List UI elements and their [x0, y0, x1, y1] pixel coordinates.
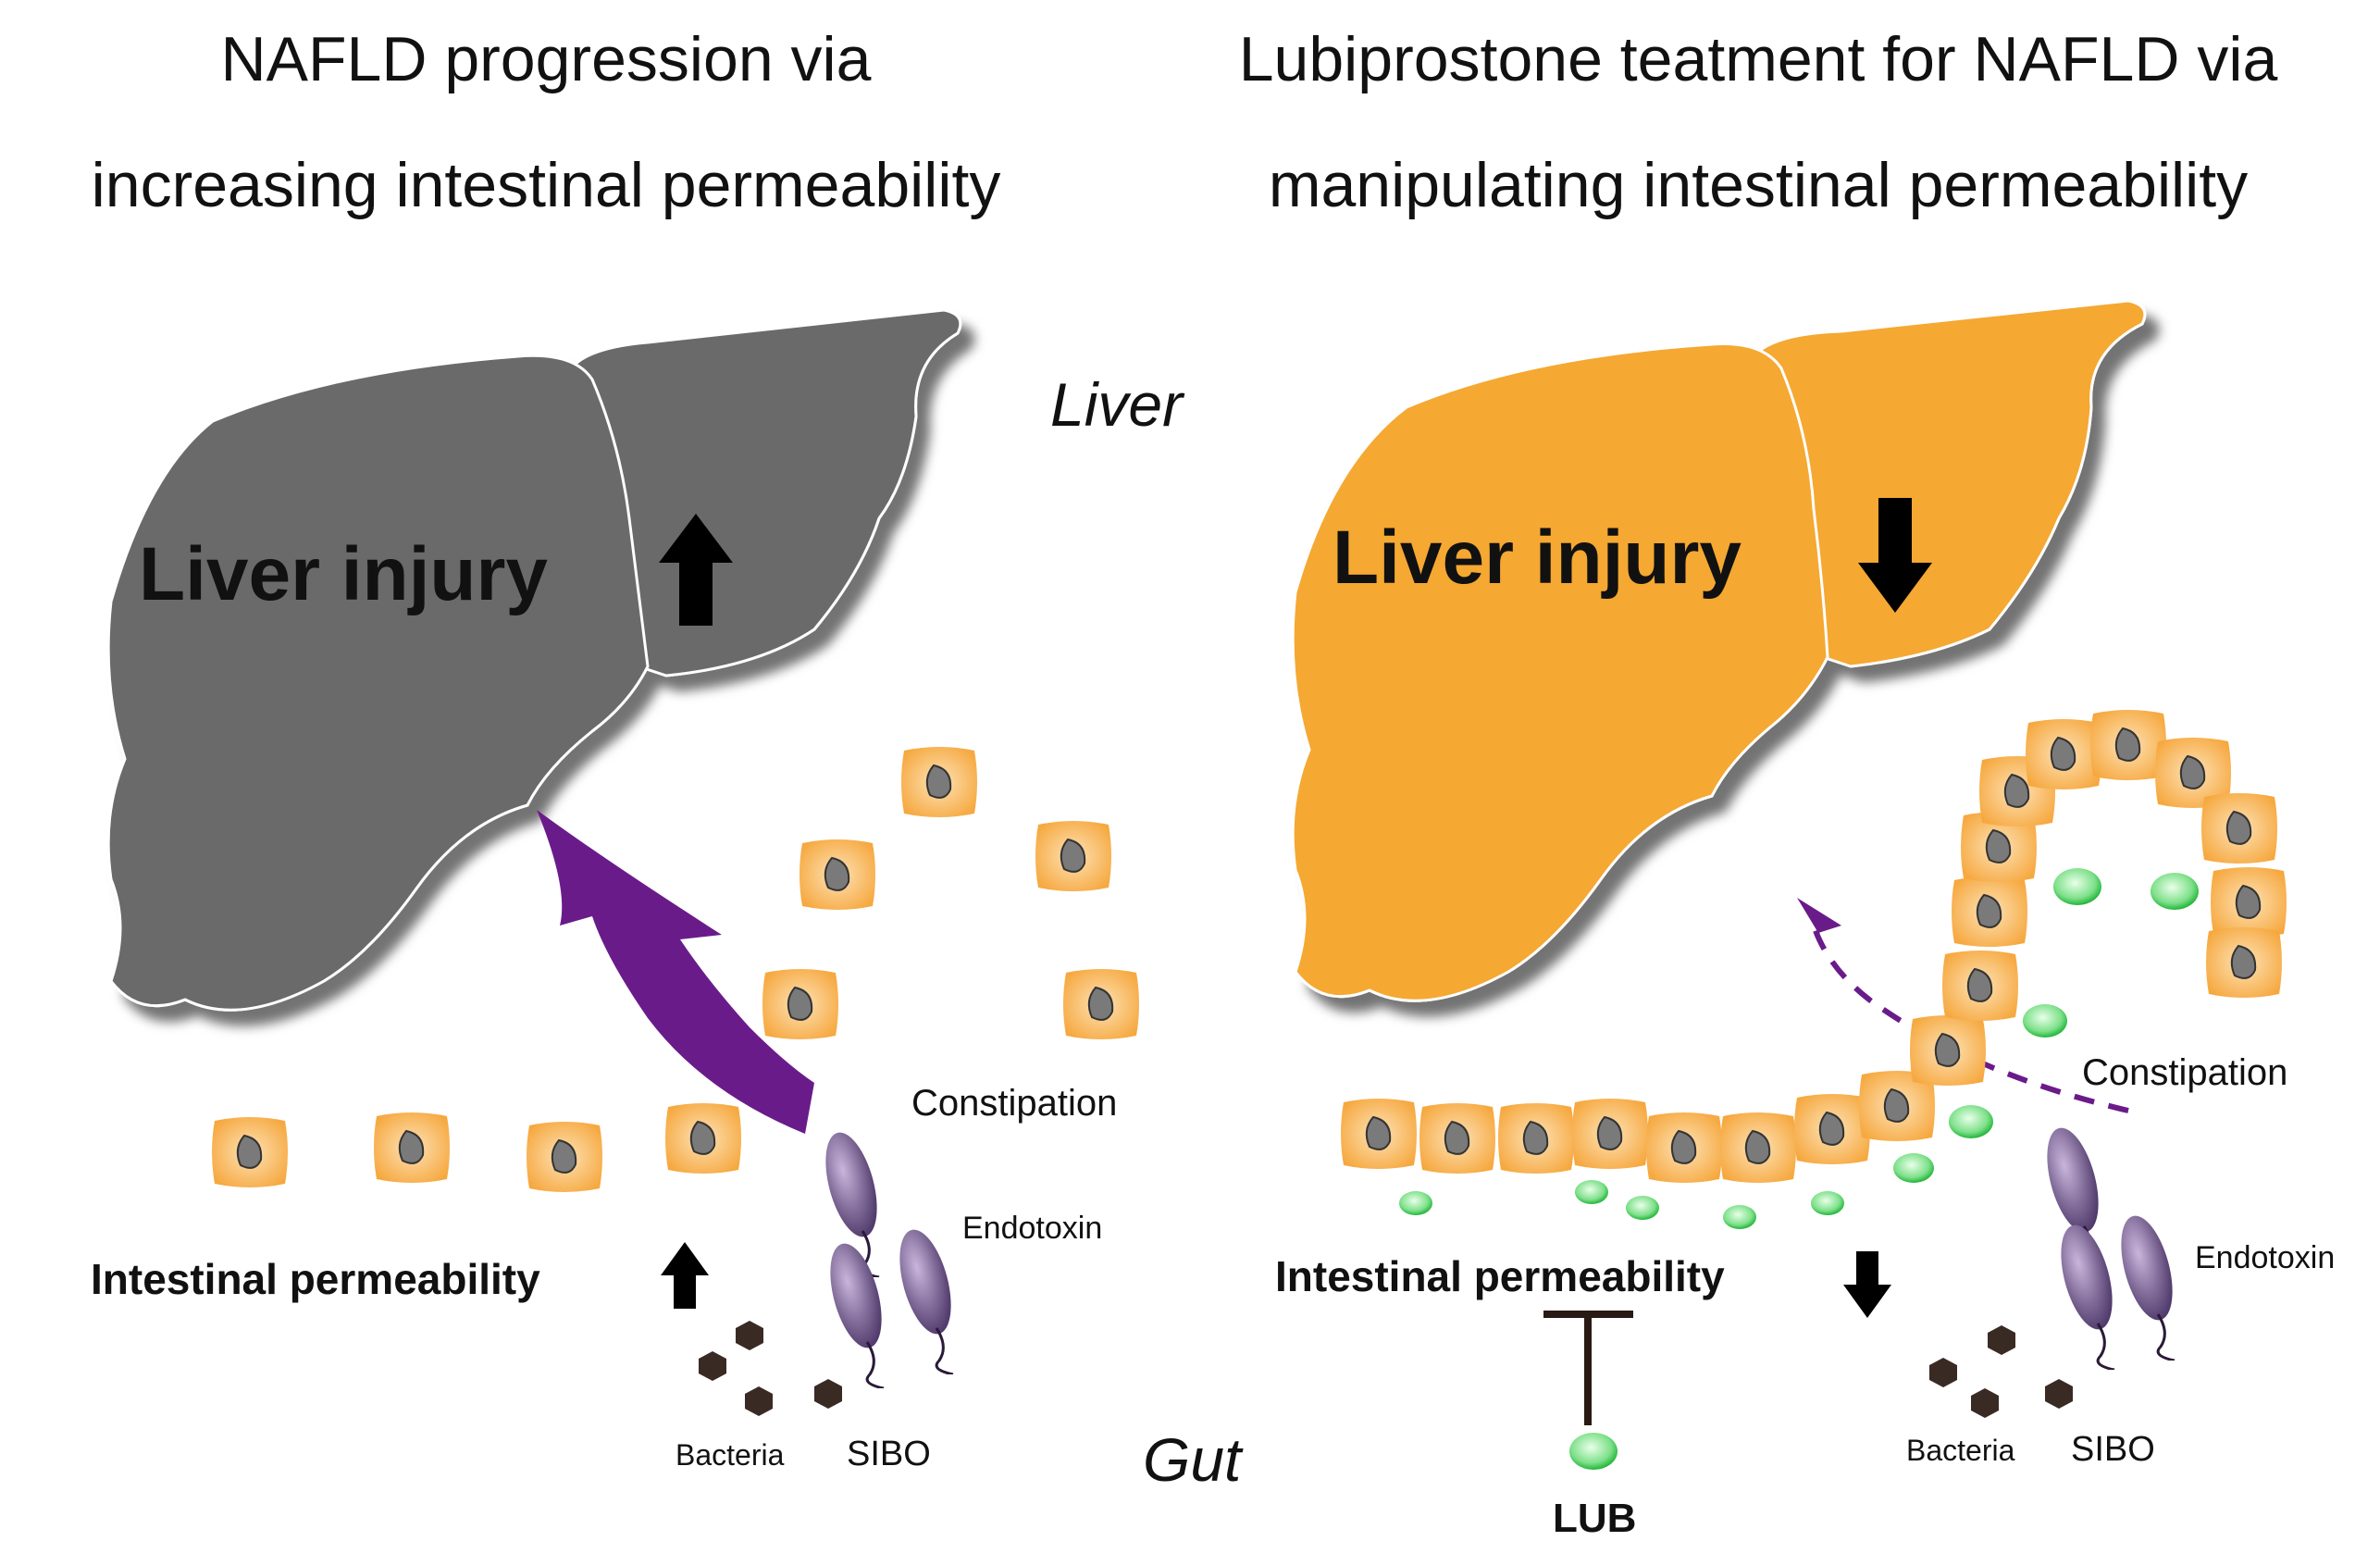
left-bacteria-label: Bacteria [676, 1438, 785, 1472]
right-title-line2: manipulating intestinal permeability [1268, 150, 2249, 220]
lub-drug-particle [1569, 1433, 1618, 1470]
right-liver-injury-label: Liver injury [1333, 516, 1742, 600]
left-liver-injury-label: Liver injury [139, 532, 548, 616]
right-title-line1: Lubiprostone teatment for NAFLD via [1238, 24, 2278, 94]
left-permeability-label: Intestinal permeability [91, 1255, 540, 1303]
right-liver-organ [1291, 299, 2147, 1002]
left-title-line1: NAFLD progression via [220, 24, 872, 94]
right-sibo-label: SIBO [2071, 1430, 2155, 1469]
left-liver-up-arrow-icon [659, 514, 733, 626]
right-liver-down-arrow-icon [1858, 498, 1932, 613]
center-liver-label: Liver [1050, 370, 1185, 439]
left-liver-organ [106, 308, 962, 1012]
right-permeability-down-arrow-icon [1843, 1251, 1891, 1318]
right-sibo-dots-icon [1929, 1325, 2073, 1418]
left-constipation-label: Constipation [911, 1083, 1117, 1124]
lub-label: LUB [1553, 1496, 1636, 1541]
left-title-line2: increasing intestinal permeability [91, 150, 1001, 220]
lub-inhibition-bar [1543, 1311, 1633, 1425]
right-constipation-label: Constipation [2082, 1052, 2287, 1093]
left-permeability-to-liver-arrow [537, 810, 814, 1134]
left-liver-left-lobe [106, 354, 650, 1012]
right-endotoxin-bacteria-icon [2036, 1121, 2184, 1370]
right-panel-title: Lubiprostone teatment for NAFLD via mani… [1157, 28, 2360, 217]
right-liver-left-lobe [1291, 342, 1829, 1002]
right-endotoxin-label: Endotoxin [2195, 1240, 2335, 1275]
left-endotoxin-label: Endotoxin [962, 1211, 1102, 1246]
right-reduced-permeability-arrow [1797, 898, 2129, 1113]
left-endotoxin-bacteria-icon [814, 1125, 962, 1388]
right-lubiprostone-particles [1399, 868, 2199, 1229]
right-permeability-label: Intestinal permeability [1275, 1252, 1725, 1300]
right-bacteria-label: Bacteria [1906, 1434, 2015, 1467]
center-gut-label: Gut [1143, 1425, 1244, 1494]
left-panel-title: NAFLD progression via increasing intesti… [19, 28, 1073, 217]
left-permeability-up-arrow-icon [661, 1242, 709, 1309]
left-sibo-dots-icon [699, 1321, 842, 1416]
left-sibo-label: SIBO [847, 1435, 931, 1473]
